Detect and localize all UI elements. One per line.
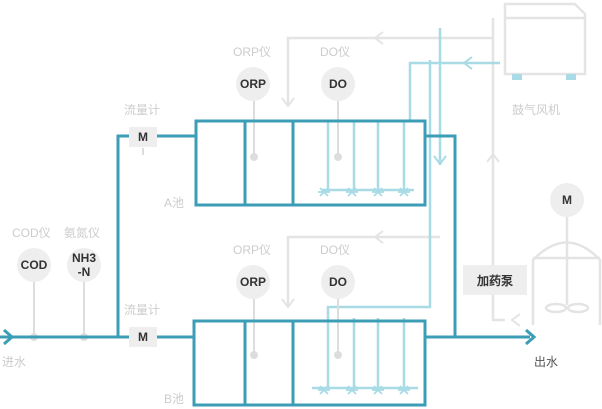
tank-b: [192, 319, 427, 407]
inflow-label: 进水: [2, 355, 27, 369]
control-arrows: [281, 31, 521, 327]
tank-a: [194, 119, 427, 207]
mixer-badge: M: [550, 183, 584, 217]
dosing-pump: 加药泵: [463, 265, 527, 295]
process-pipes: [0, 119, 530, 407]
orp-label-a: ORP仪: [233, 45, 272, 59]
orp-badge-a: ORP: [236, 67, 270, 101]
control-lines: [286, 2, 602, 325]
a-to-outflow-pipe: [425, 134, 457, 337]
branch-pipe: [116, 134, 195, 337]
air-line: [326, 60, 432, 388]
nh3-badge: NH3 -N: [67, 248, 101, 282]
cod-badge: COD: [17, 248, 51, 282]
do-label-b: DO仪: [320, 243, 351, 257]
outflow-label: 出水: [534, 355, 559, 369]
arrow: [281, 97, 295, 108]
cod-label: COD仪: [12, 226, 51, 240]
orp-badge-b: ORP: [236, 265, 270, 299]
arrow: [373, 31, 384, 45]
tank-b-label: B池: [164, 392, 185, 406]
flowmeter-a: M: [129, 127, 157, 147]
diffusers: [318, 187, 410, 395]
mixer-blade: [544, 302, 568, 314]
blower-label: 鼓气风机: [512, 103, 561, 117]
arrow: [462, 56, 473, 70]
nh3-label: 氨氮仪: [64, 226, 101, 240]
flowmeter-label-a: 流量计: [124, 103, 161, 117]
blower-body: [503, 2, 587, 76]
flow-arrows: [3, 328, 537, 346]
do-badge-b: DO: [321, 265, 355, 299]
mixer-blade: [566, 302, 590, 314]
outflow-arrow: [525, 328, 537, 346]
orp-label-b: ORP仪: [233, 243, 272, 257]
arrow: [510, 313, 521, 327]
inflow-arrow: [3, 328, 15, 346]
control-line: [286, 36, 493, 104]
do-badge-a: DO: [321, 67, 355, 101]
blower-foot: [566, 74, 576, 80]
flowmeter-b: M: [129, 327, 157, 347]
do-label-a: DO仪: [320, 45, 351, 59]
control-line: [286, 235, 440, 305]
air-lines: [312, 28, 500, 390]
control-line: [491, 38, 505, 322]
arrow: [486, 152, 500, 163]
air-line: [408, 61, 500, 120]
arrow: [281, 298, 295, 309]
flowmeter-label-b: 流量计: [124, 303, 161, 317]
air-arrows: [433, 56, 473, 166]
blower-foot: [512, 74, 522, 80]
tank-a-label: A池: [164, 196, 185, 210]
arrow: [373, 230, 384, 244]
arrow: [433, 155, 447, 166]
